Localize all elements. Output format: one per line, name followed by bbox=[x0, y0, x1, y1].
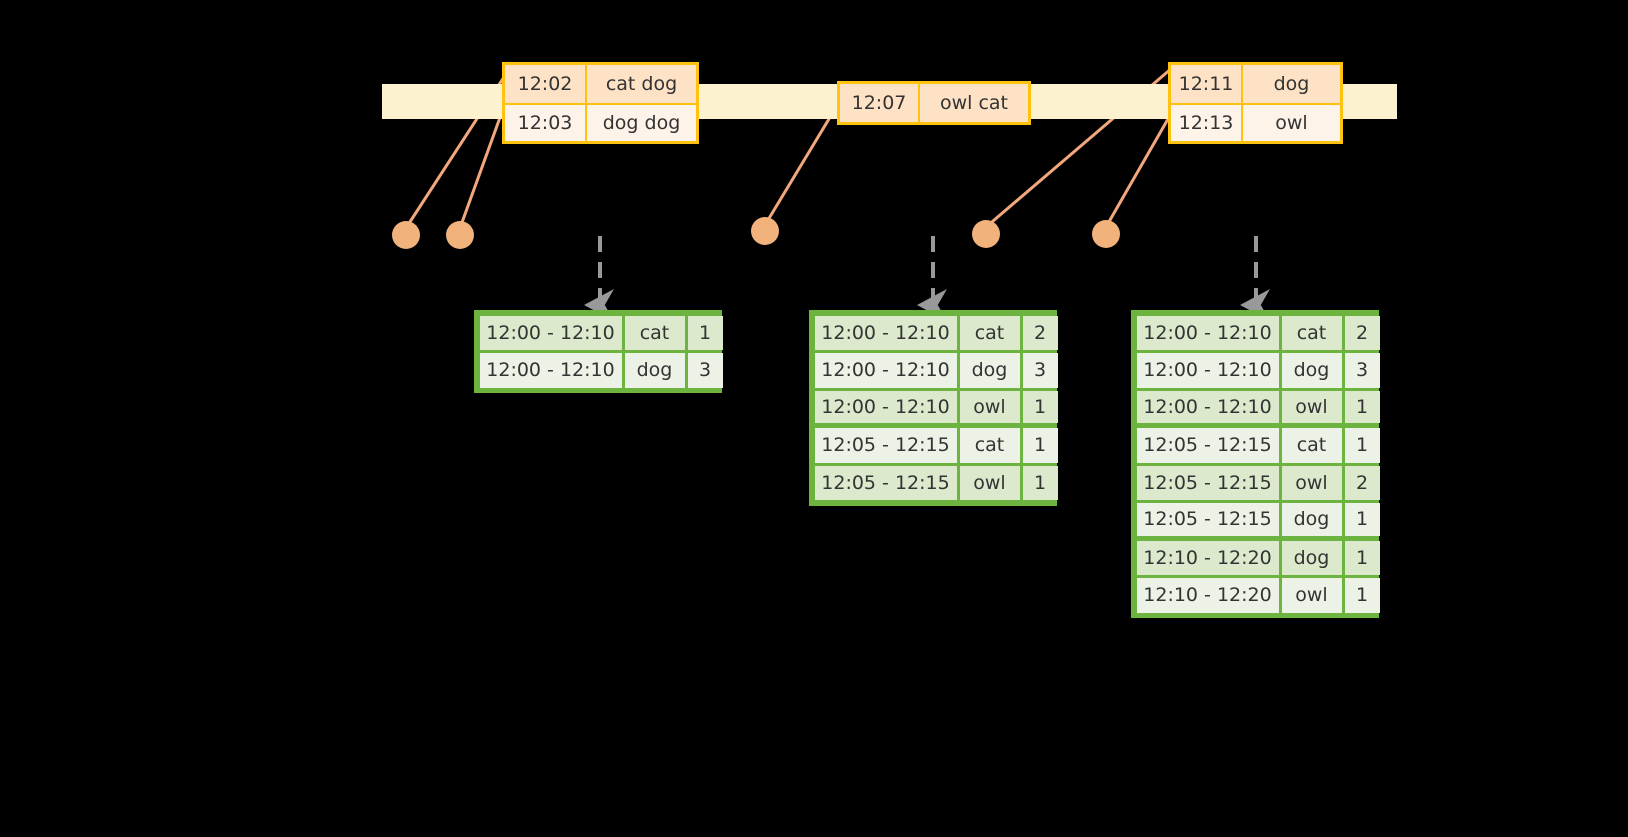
connector-line-5 bbox=[1104, 111, 1174, 228]
count-cell: 2 bbox=[1022, 315, 1058, 350]
key-cell: cat bbox=[959, 315, 1020, 350]
key-cell: cat bbox=[1281, 315, 1342, 350]
window-cell: 12:05 - 12:15 bbox=[1136, 428, 1279, 463]
window-cell: 12:00 - 12:10 bbox=[814, 353, 957, 388]
key-cell: owl bbox=[1281, 465, 1342, 500]
count-cell: 1 bbox=[1344, 390, 1380, 423]
window-cell: 12:05 - 12:15 bbox=[1136, 503, 1279, 536]
window-cell: 12:05 - 12:15 bbox=[814, 428, 957, 463]
window-cell: 12:00 - 12:10 bbox=[479, 315, 622, 350]
window-cell: 12:00 - 12:10 bbox=[1136, 353, 1279, 388]
event-value: dog bbox=[1243, 65, 1340, 103]
window-cell: 12:10 - 12:20 bbox=[1136, 578, 1279, 613]
connector-dot-2 bbox=[446, 221, 474, 249]
count-cell: 1 bbox=[1344, 503, 1380, 536]
key-cell: dog bbox=[1281, 353, 1342, 388]
window-cell: 12:00 - 12:10 bbox=[1136, 390, 1279, 423]
key-cell: dog bbox=[959, 353, 1020, 388]
dashed-arrows bbox=[584, 236, 1270, 321]
count-cell: 1 bbox=[1344, 428, 1380, 463]
window-cell: 12:05 - 12:15 bbox=[1136, 465, 1279, 500]
key-cell: dog bbox=[1281, 503, 1342, 536]
window-cell: 12:00 - 12:10 bbox=[814, 315, 957, 350]
connector-dot-4 bbox=[972, 220, 1000, 248]
window-cell: 12:00 - 12:10 bbox=[814, 390, 957, 423]
event-time: 12:02 bbox=[505, 65, 587, 103]
count-cell: 1 bbox=[687, 315, 723, 350]
window-cell: 12:05 - 12:15 bbox=[814, 465, 957, 500]
count-cell: 1 bbox=[1022, 390, 1058, 423]
window-cell: 12:00 - 12:10 bbox=[1136, 315, 1279, 350]
key-cell: dog bbox=[1281, 540, 1342, 575]
key-cell: cat bbox=[1281, 428, 1342, 463]
key-cell: owl bbox=[959, 465, 1020, 500]
event-value: owl bbox=[1243, 105, 1340, 141]
count-cell: 1 bbox=[1344, 578, 1380, 613]
event-time: 12:07 bbox=[840, 84, 920, 122]
event-time: 12:03 bbox=[505, 105, 587, 141]
count-cell: 3 bbox=[1344, 353, 1380, 388]
key-cell: owl bbox=[1281, 390, 1342, 423]
event-value: owl cat bbox=[920, 84, 1028, 122]
event-time: 12:13 bbox=[1171, 105, 1243, 141]
count-cell: 2 bbox=[1344, 465, 1380, 500]
count-cell: 2 bbox=[1344, 315, 1380, 350]
count-cell: 1 bbox=[1344, 540, 1380, 575]
connector-line-2 bbox=[458, 111, 504, 229]
window-cell: 12:10 - 12:20 bbox=[1136, 540, 1279, 575]
count-cell: 1 bbox=[1022, 465, 1058, 500]
key-cell: dog bbox=[624, 353, 685, 388]
connector-dot-1 bbox=[392, 221, 420, 249]
event-value: cat dog bbox=[587, 65, 696, 103]
count-cell: 1 bbox=[1022, 428, 1058, 463]
key-cell: cat bbox=[959, 428, 1020, 463]
key-cell: cat bbox=[624, 315, 685, 350]
count-cell: 3 bbox=[687, 353, 723, 388]
window-cell: 12:00 - 12:10 bbox=[479, 353, 622, 388]
event-value: dog dog bbox=[587, 105, 696, 141]
connector-dot-3 bbox=[751, 217, 779, 245]
key-cell: owl bbox=[959, 390, 1020, 423]
connector-dot-5 bbox=[1092, 220, 1120, 248]
event-time: 12:11 bbox=[1171, 65, 1243, 103]
key-cell: owl bbox=[1281, 578, 1342, 613]
count-cell: 3 bbox=[1022, 353, 1058, 388]
